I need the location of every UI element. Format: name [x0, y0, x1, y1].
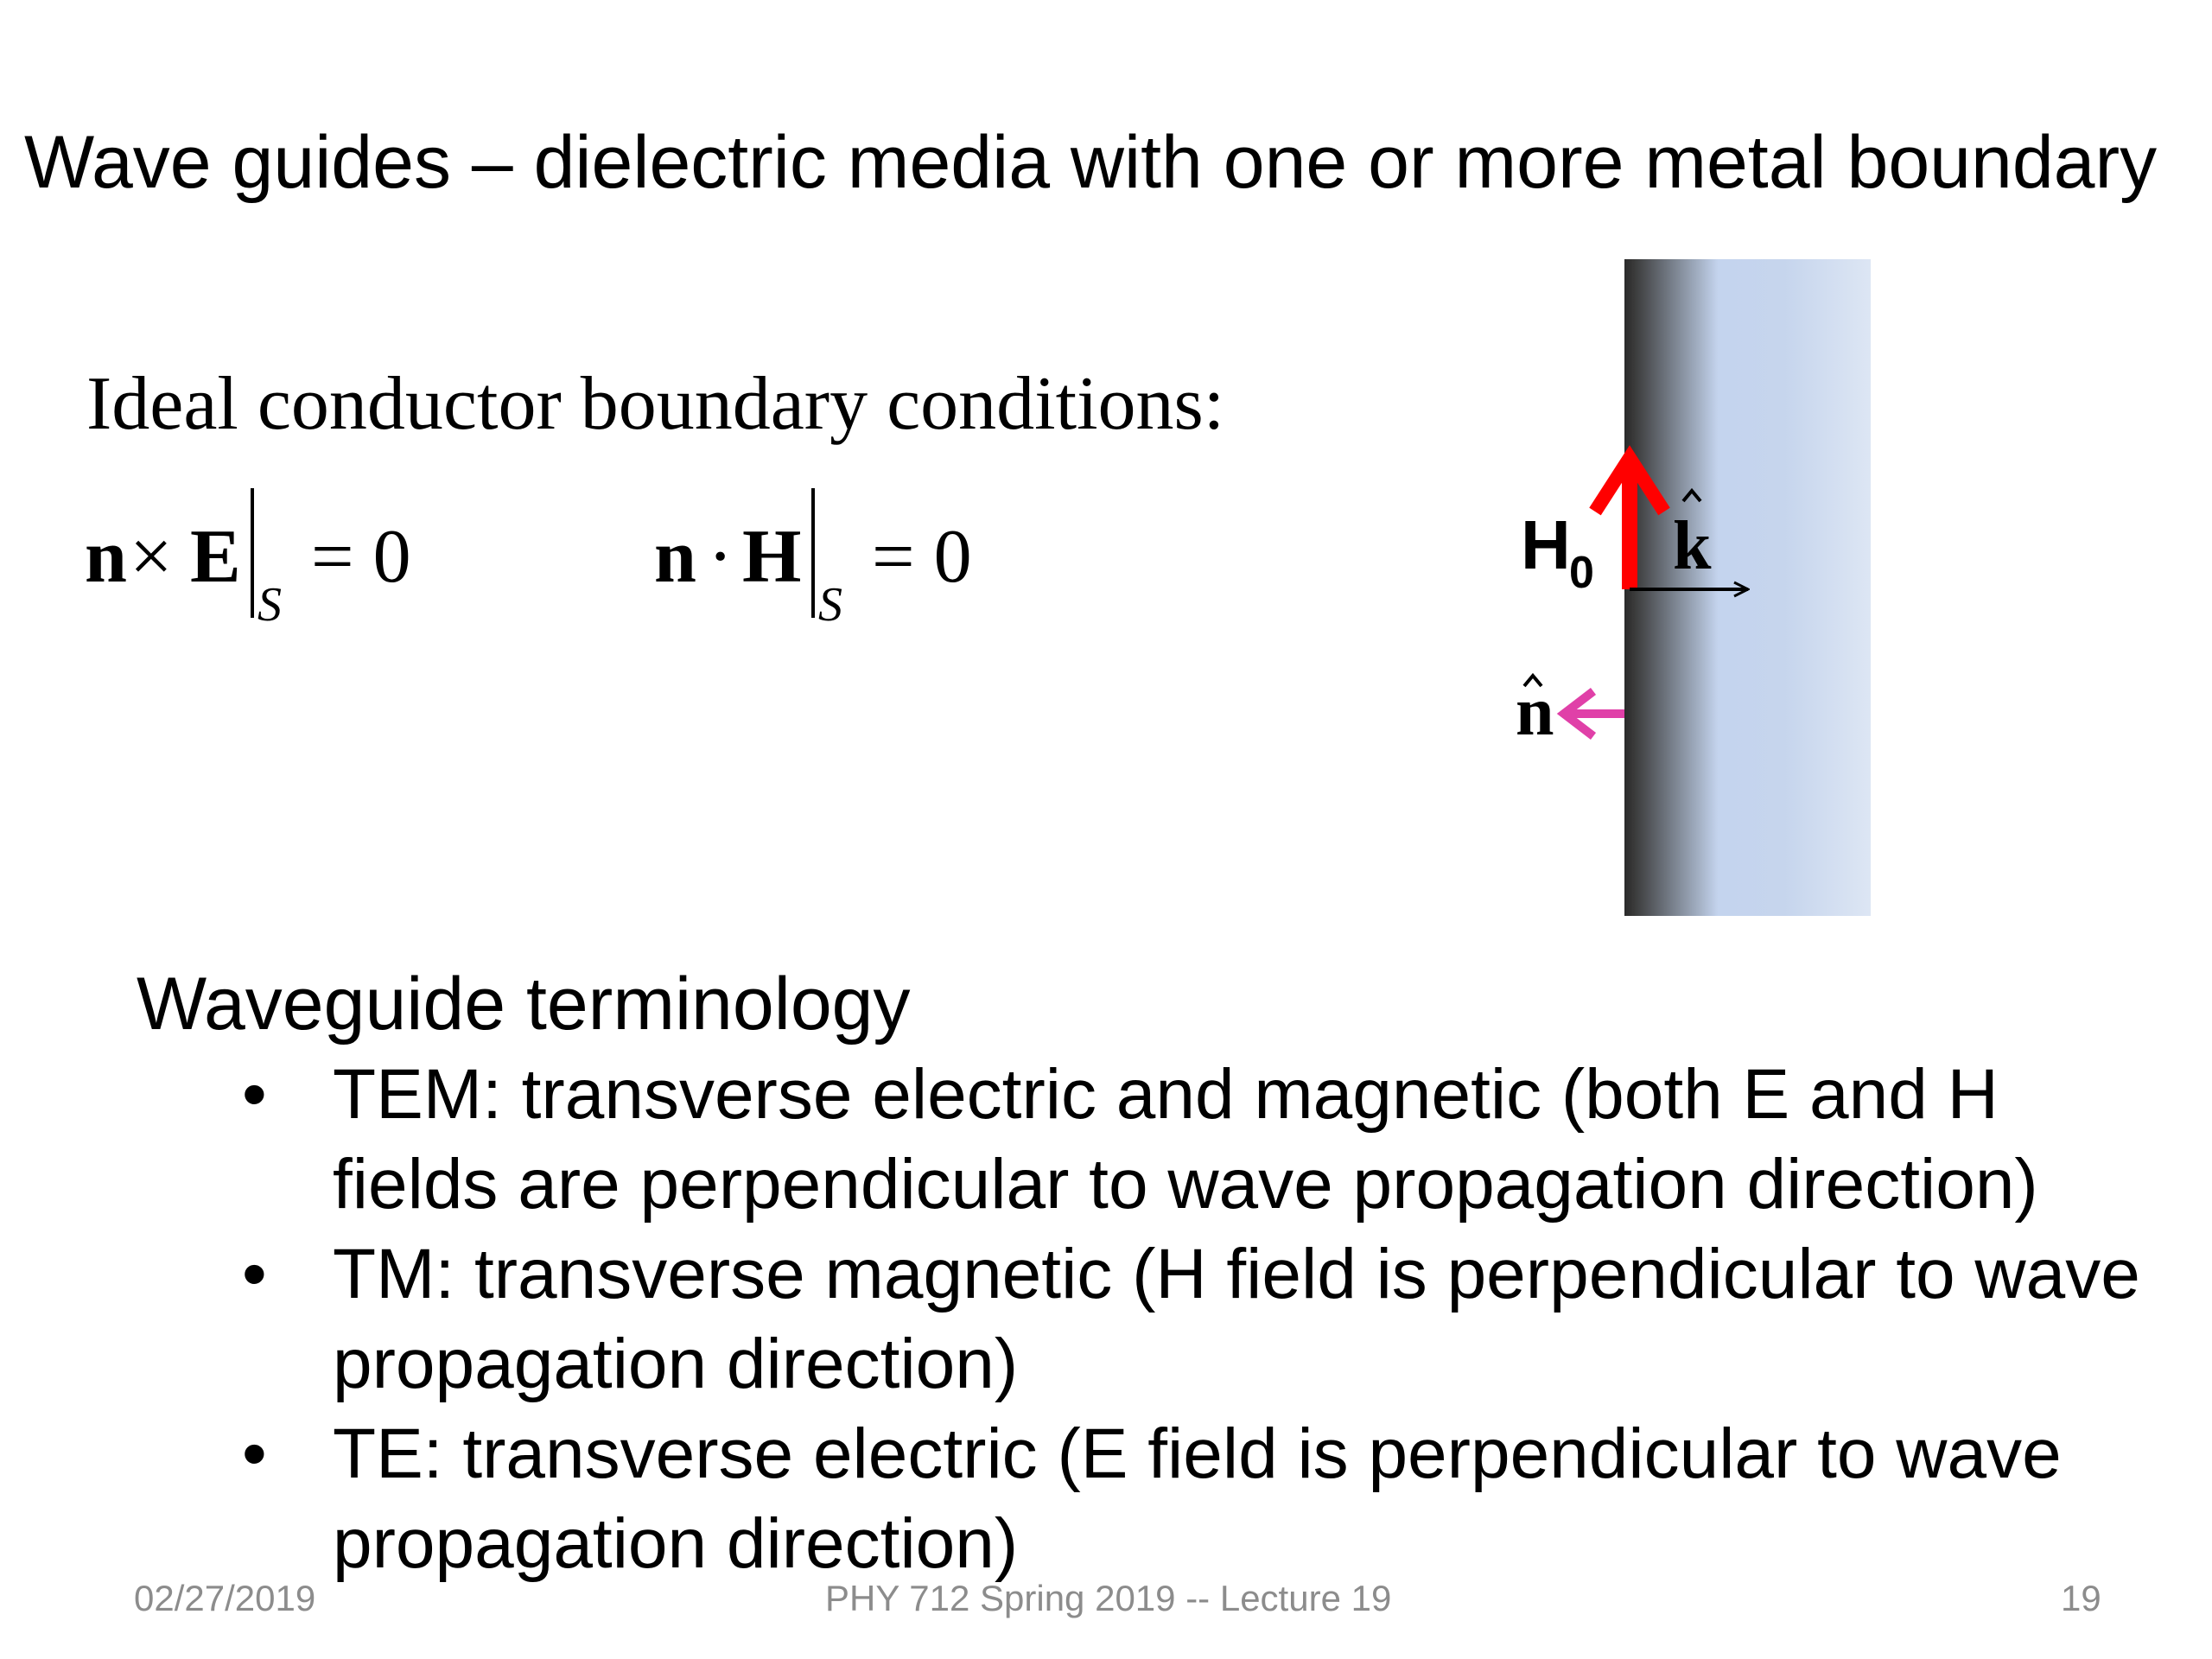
eq2-h: H [742, 515, 802, 599]
equation-n-cross-e: n × E S = 0 [85, 488, 448, 644]
n-hat-caret [1522, 672, 1543, 688]
bullet-icon: • [242, 1235, 267, 1313]
boundary-conditions-heading: Ideal conductor boundary conditions: [86, 362, 1225, 446]
eq1-e: E [190, 515, 241, 599]
bullet-text-tem: TEM: transverse electric and magnetic (b… [333, 1055, 2038, 1224]
eq1-operator: × [130, 515, 173, 599]
bullet-text-tm: TM: transverse magnetic (H field is perp… [333, 1235, 2140, 1403]
n-arrow-head [1556, 688, 1597, 740]
eq2-rhs: = 0 [872, 515, 972, 599]
bullet-icon: • [242, 1055, 267, 1134]
terminology-heading: Waveguide terminology [137, 963, 911, 1046]
footer-page-number: 19 [2061, 1578, 2101, 1618]
equation-n-dot-h: n · H S = 0 [654, 488, 1017, 644]
slide-title: Wave guides – dielectric media with one … [24, 121, 2158, 204]
list-item: • TEM: transverse electric and magnetic … [242, 1050, 2169, 1230]
h0-subscript: 0 [1569, 548, 1594, 598]
eq2-n: n [654, 515, 696, 599]
h0-label: H [1521, 506, 1571, 583]
footer-course: PHY 712 Spring 2019 -- Lecture 19 [825, 1578, 1392, 1618]
bullet-text-te: TE: transverse electric (E field is perp… [333, 1414, 2062, 1583]
n-hat-label: n [1516, 674, 1554, 750]
eq1-n: n [85, 515, 127, 599]
eq2-operator: · [708, 515, 734, 599]
terminology-list: • TEM: transverse electric and magnetic … [242, 1050, 2169, 1589]
h0-arrow-head [1589, 445, 1670, 516]
bullet-icon: • [242, 1414, 267, 1493]
k-hat-caret [1681, 487, 1702, 503]
eq2-subscript: S [818, 578, 842, 632]
eq1-eval-bar [251, 488, 254, 618]
footer-date: 02/27/2019 [134, 1578, 316, 1618]
eq1-subscript: S [257, 578, 282, 632]
eq2-eval-bar [811, 488, 815, 618]
eq1-rhs: = 0 [311, 515, 411, 599]
list-item: • TM: transverse magnetic (H field is pe… [242, 1230, 2169, 1409]
list-item: • TE: transverse electric (E field is pe… [242, 1409, 2169, 1589]
conductor-boundary-figure: H 0 k n [1516, 259, 1871, 916]
k-hat-label: k [1673, 508, 1712, 584]
